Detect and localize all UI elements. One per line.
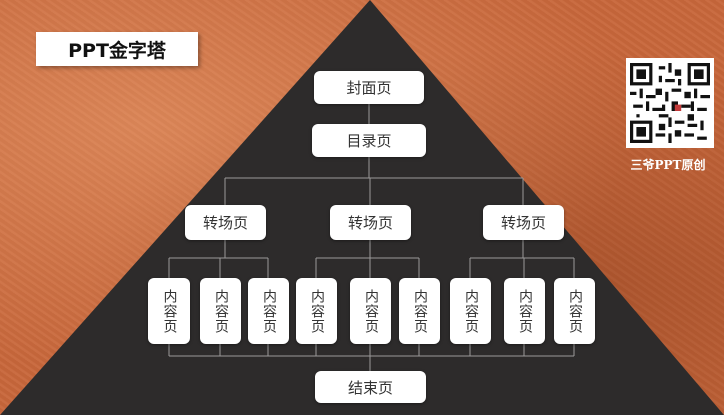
transition-page-node-2: 转场页 xyxy=(330,205,411,240)
transition-page-node-1: 转场页 xyxy=(185,205,266,240)
slide-title: PPT金字塔 xyxy=(36,32,198,66)
content-page-node-1-3: 内容页 xyxy=(248,278,289,344)
content-page-node-2-3: 内容页 xyxy=(399,278,440,344)
cover-page-node: 封面页 xyxy=(314,71,424,104)
content-page-node-3-3: 内容页 xyxy=(554,278,595,344)
content-page-node-1-2: 内容页 xyxy=(200,278,241,344)
toc-page-node: 目录页 xyxy=(312,124,426,157)
content-page-node-3-1: 内容页 xyxy=(450,278,491,344)
content-page-node-2-1: 内容页 xyxy=(296,278,337,344)
qr-code-icon xyxy=(626,58,714,148)
connector-lines xyxy=(168,104,575,371)
brand-label: 三爷PPT原创 xyxy=(630,158,706,172)
content-page-node-3-2: 内容页 xyxy=(504,278,545,344)
content-page-node-1-1: 内容页 xyxy=(148,278,190,344)
content-page-node-2-2: 内容页 xyxy=(350,278,391,344)
end-page-node: 结束页 xyxy=(315,371,426,403)
transition-page-node-3: 转场页 xyxy=(483,205,564,240)
qr-code-graphic xyxy=(630,63,710,143)
